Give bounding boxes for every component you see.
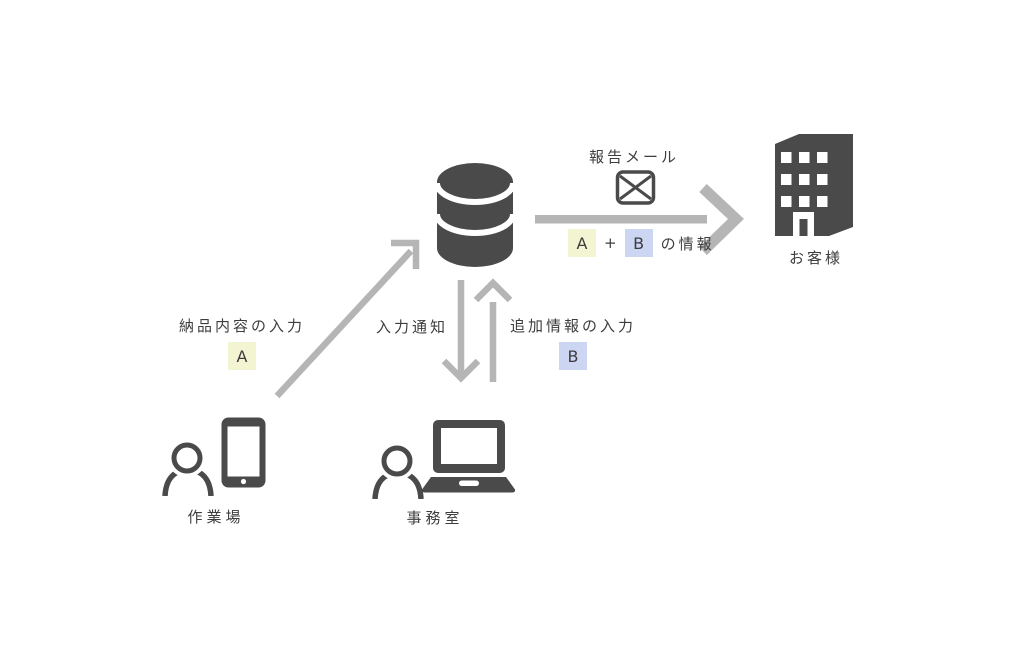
badge-a: A [568,229,596,257]
database-cylinder-icon [437,163,513,267]
plus-sign: + [604,234,617,252]
report-flow-arrow [535,183,744,255]
report-info-row: A + B の情報 [568,229,715,257]
additional-input-label: 追加情報の入力 [509,317,636,335]
input-notification-label: 入力通知 [375,318,448,336]
customer-label: お客様 [788,249,843,267]
delivery-input-arrow [274,239,420,399]
report-mail-label: 報告メール [588,148,679,166]
notify-and-update-arrows [441,278,513,383]
tablet-icon [221,417,266,488]
person-icon [372,441,424,499]
report-info-suffix: の情報 [660,234,715,253]
office-building-icon [775,134,853,236]
badge-b-additional: B [559,342,587,370]
delivery-input-label: 納品内容の入力 [178,317,305,335]
person-icon [162,438,214,496]
badge-b: B [624,229,653,257]
office-label: 事務室 [406,509,464,527]
laptop-icon [421,420,516,493]
workplace-label: 作業場 [187,508,245,526]
envelope-icon [615,170,656,205]
badge-a-delivery: A [228,342,256,370]
